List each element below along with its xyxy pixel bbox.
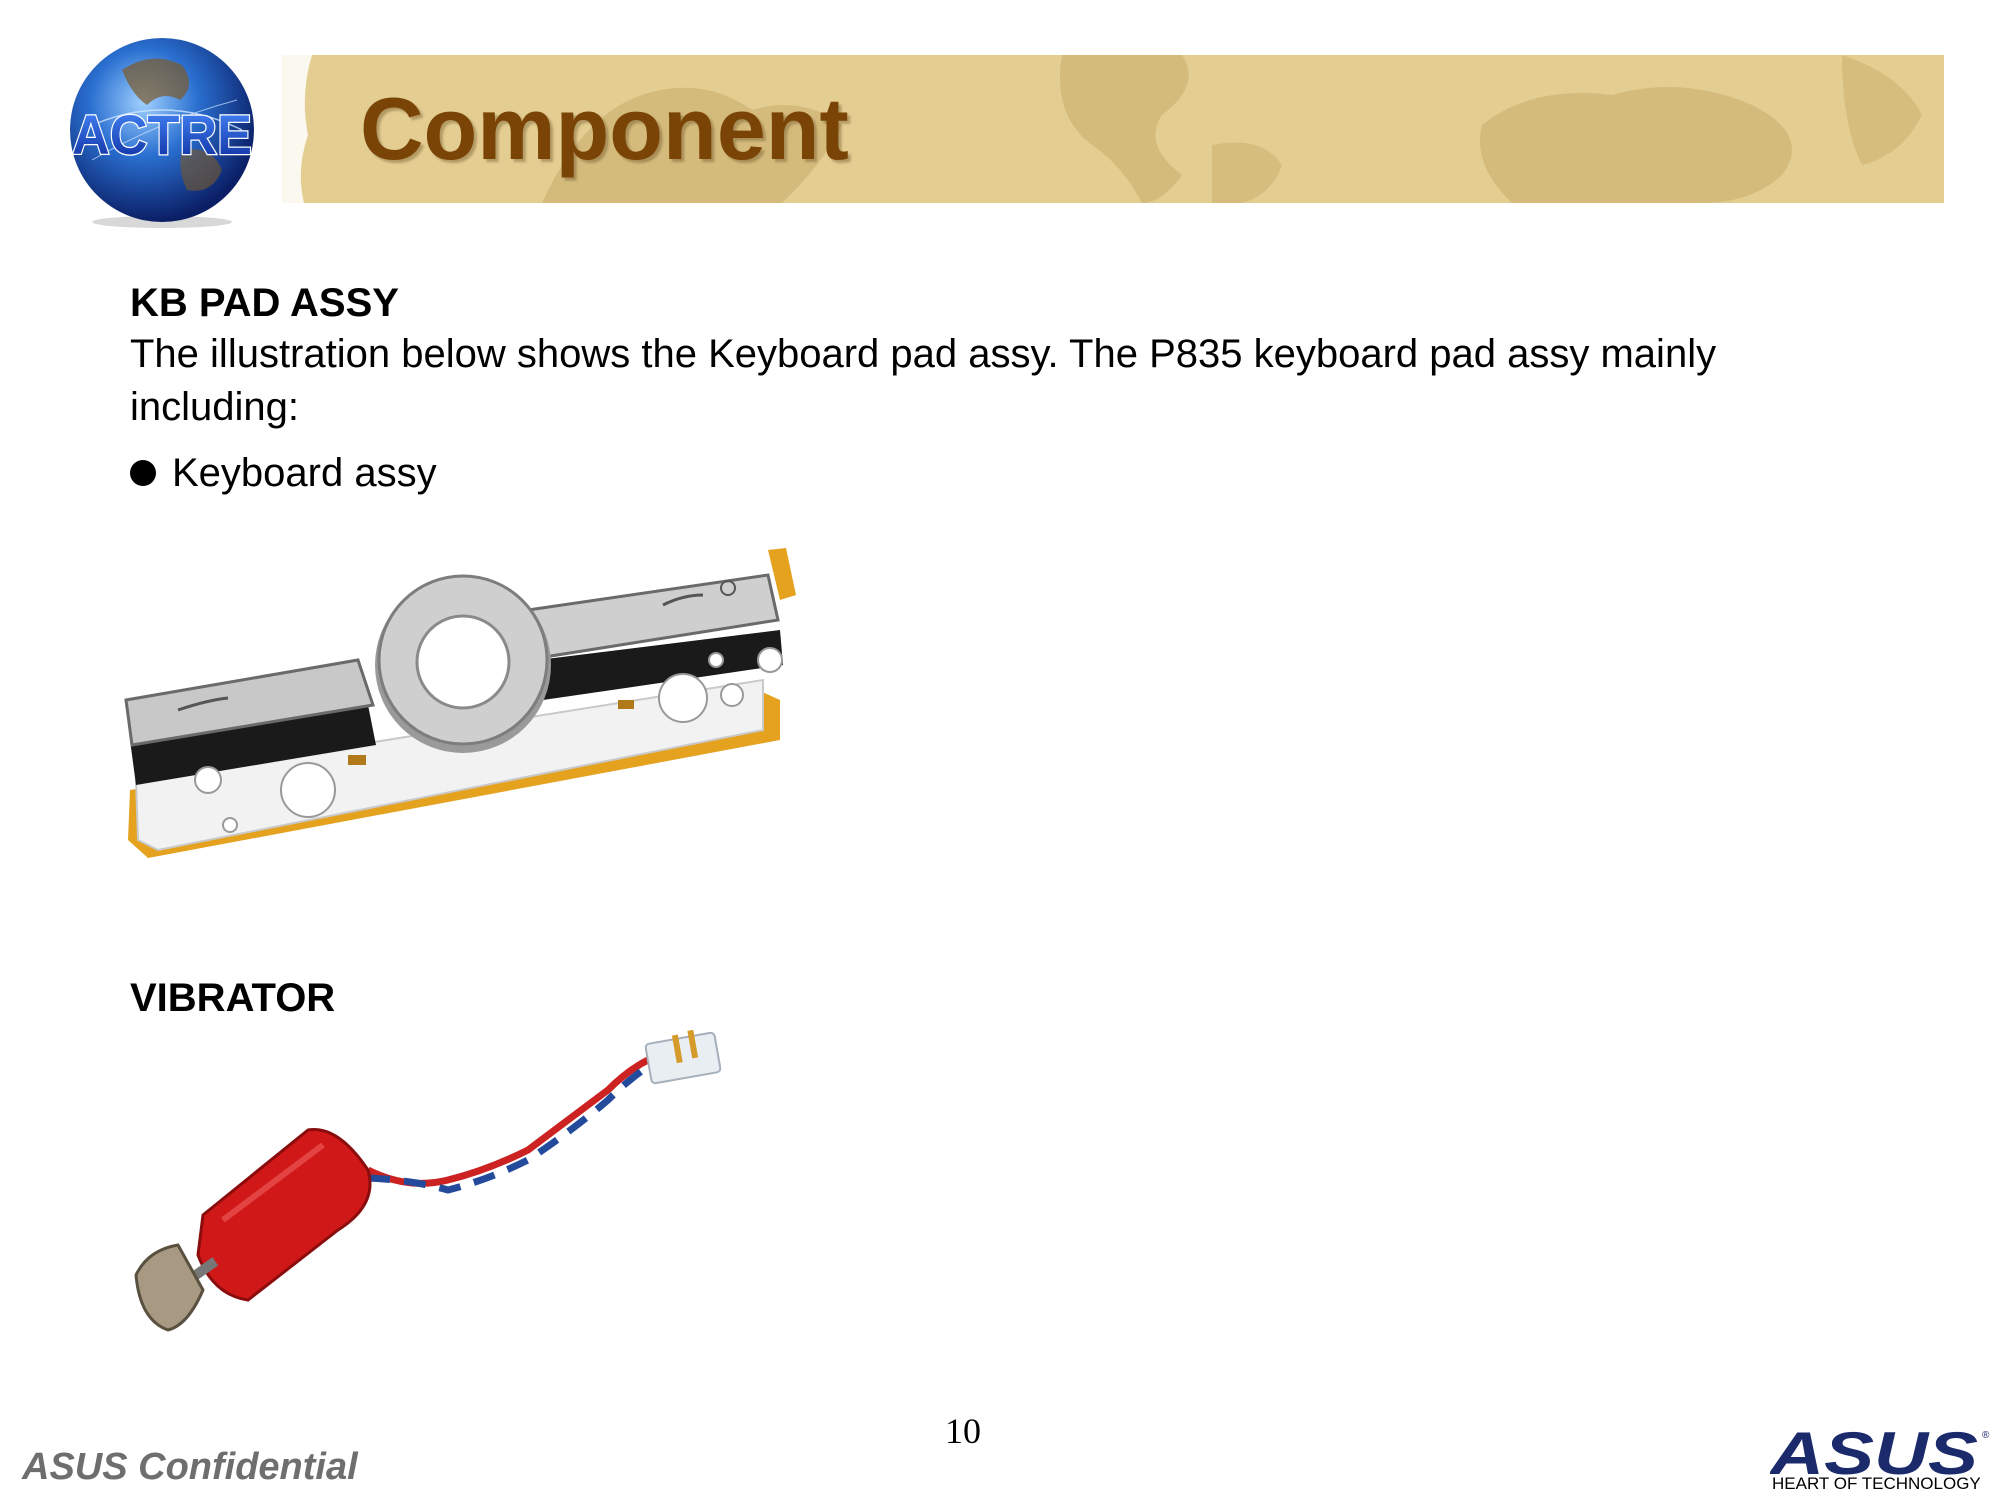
vibrator-image bbox=[134, 1030, 722, 1332]
confidential-label: ASUS Confidential bbox=[22, 1446, 358, 1488]
list-item: Keyboard assy bbox=[130, 448, 1830, 498]
vibrator-section-heading: VIBRATOR bbox=[130, 976, 336, 1020]
keyboard-pad-assy-image bbox=[124, 548, 796, 858]
kb-section-description: The illustration below shows the Keyboar… bbox=[130, 332, 1717, 429]
brand-tagline: HEART OF TECHNOLOGY bbox=[1772, 1474, 1981, 1493]
bullet-label: Keyboard assy bbox=[172, 451, 437, 495]
logo-text: ACTRE bbox=[72, 103, 252, 166]
page-title: Component bbox=[360, 79, 849, 178]
bullet-icon bbox=[130, 460, 156, 486]
world-map-watermark bbox=[282, 55, 1922, 203]
kb-section-heading: KB PAD ASSY bbox=[130, 281, 399, 325]
asus-logo: ASUS ® bbox=[1770, 1420, 1990, 1487]
kb-bullet-list: Keyboard assy bbox=[130, 448, 1830, 498]
kb-section: KB PAD ASSY The illustration below shows… bbox=[130, 278, 1830, 498]
asus-logo-text: ASUS bbox=[1770, 1420, 1978, 1487]
page-number: 10 bbox=[945, 1411, 981, 1451]
actre-globe-logo: ACTRE bbox=[70, 38, 254, 228]
title-banner bbox=[282, 55, 1944, 203]
svg-text:®: ® bbox=[1982, 1430, 1990, 1441]
